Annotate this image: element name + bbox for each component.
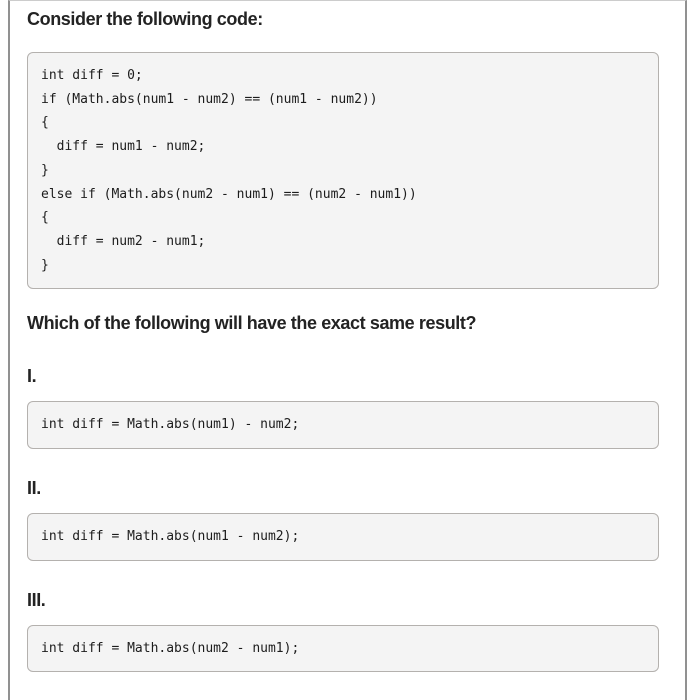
option-iii-code: int diff = Math.abs(num2 - num1); <box>41 640 300 656</box>
option-ii-label: II. <box>27 478 41 499</box>
option-iii-code-block: int diff = Math.abs(num2 - num1); <box>27 624 659 673</box>
option-i-code: int diff = Math.abs(num1) - num2; <box>41 417 300 433</box>
option-ii-code: int diff = Math.abs(num1 - num2); <box>41 529 300 545</box>
option-iii-label: III. <box>27 589 46 610</box>
option-iii: III. int diff = Math.abs(num2 - num1); <box>27 587 659 673</box>
option-i-code-block: int diff = Math.abs(num1) - num2; <box>27 401 659 450</box>
question-panel: Consider the following code: int diff = … <box>8 0 687 700</box>
question-text: Which of the following will have the exa… <box>27 313 477 334</box>
option-ii-code-block: int diff = Math.abs(num1 - num2); <box>27 513 659 561</box>
given-code: int diff = 0; if (Math.abs(num1 - num2) … <box>41 68 417 273</box>
prompt-heading: Consider the following code: <box>27 9 263 29</box>
option-i: I. int diff = Math.abs(num1) - num2; <box>27 363 659 450</box>
given-code-block: int diff = 0; if (Math.abs(num1 - num2) … <box>27 52 659 290</box>
option-ii: II. int diff = Math.abs(num1 - num2); <box>27 475 659 561</box>
option-i-label: I. <box>27 366 37 387</box>
